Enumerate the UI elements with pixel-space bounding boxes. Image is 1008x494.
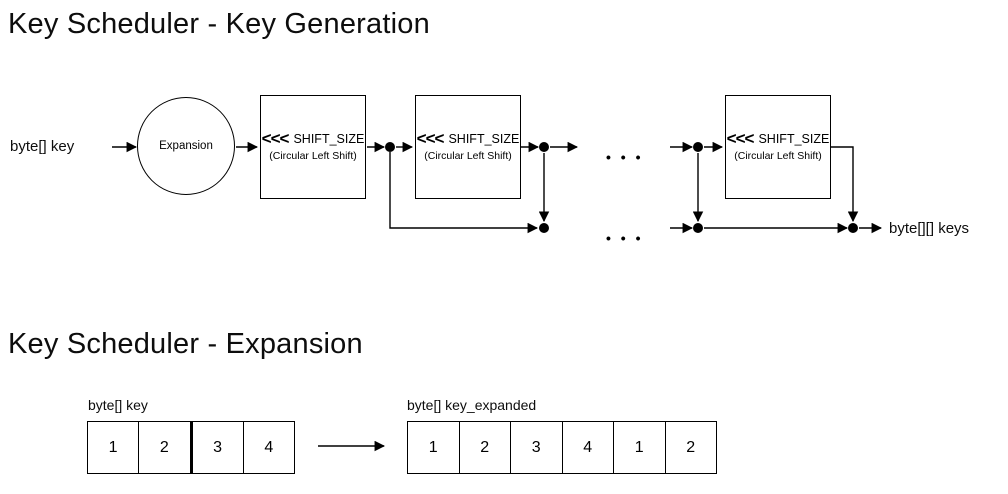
array-cell: 4 — [561, 422, 614, 473]
shift-box-1: <<< SHIFT_SIZE (Circular Left Shift) — [260, 95, 366, 199]
array-cell: 3 — [510, 422, 562, 473]
shift-box-3-subtitle: (Circular Left Shift) — [734, 150, 822, 162]
arrow-shift3-output-down — [831, 146, 859, 223]
junction-dot-4 — [539, 223, 549, 233]
junction-dot-3 — [693, 142, 703, 152]
output-keys-label: byte[][] keys — [889, 220, 970, 237]
shift-box-3: <<< SHIFT_SIZE (Circular Left Shift) — [725, 95, 831, 199]
array-cell: 4 — [242, 422, 294, 473]
shift-box-1-subtitle: (Circular Left Shift) — [269, 150, 357, 162]
input-key-label: byte[] key — [10, 138, 75, 155]
shift-size-label: SHIFT_SIZE — [448, 132, 520, 146]
shift-box-3-title: <<< SHIFT_SIZE — [727, 130, 830, 148]
shift-box-2-subtitle: (Circular Left Shift) — [424, 150, 512, 162]
input-array-table: 1 2 3 4 — [87, 421, 295, 474]
expansion-node: Expansion — [137, 97, 235, 195]
continuation-dots-top: • • • — [606, 149, 644, 165]
junction-dot-6 — [848, 223, 858, 233]
input-array-label: byte[] key — [88, 397, 148, 413]
expansion-title: Key Scheduler - Expansion — [8, 328, 363, 360]
array-cell: 2 — [458, 422, 511, 473]
array-cell: 1 — [428, 438, 438, 456]
array-cell: 1 — [108, 438, 118, 456]
shift-left-chevrons: <<< — [416, 129, 445, 148]
shift-box-2-title: <<< SHIFT_SIZE — [417, 130, 520, 148]
junction-dot-1 — [385, 142, 395, 152]
array-cell: 2 — [138, 422, 189, 473]
output-array-label: byte[] key_expanded — [407, 397, 537, 413]
shift-box-2: <<< SHIFT_SIZE (Circular Left Shift) — [415, 95, 521, 199]
array-cell: 1 — [613, 422, 665, 473]
shift-size-label: SHIFT_SIZE — [293, 132, 365, 146]
junction-dot-2 — [539, 142, 549, 152]
wire-junction1-bypass — [389, 152, 539, 234]
junction-dot-5 — [693, 223, 703, 233]
expansion-node-label: Expansion — [159, 140, 213, 152]
shift-box-1-title: <<< SHIFT_SIZE — [262, 130, 365, 148]
continuation-dots-bottom: • • • — [606, 230, 644, 246]
output-array-table: 1 2 3 4 1 2 — [407, 421, 717, 474]
array-cell: 3 — [189, 422, 243, 473]
array-cell: 2 — [664, 422, 717, 473]
shift-left-chevrons: <<< — [726, 129, 755, 148]
generation-title: Key Scheduler - Key Generation — [8, 8, 430, 40]
shift-size-label: SHIFT_SIZE — [758, 132, 830, 146]
shift-left-chevrons: <<< — [261, 129, 290, 148]
